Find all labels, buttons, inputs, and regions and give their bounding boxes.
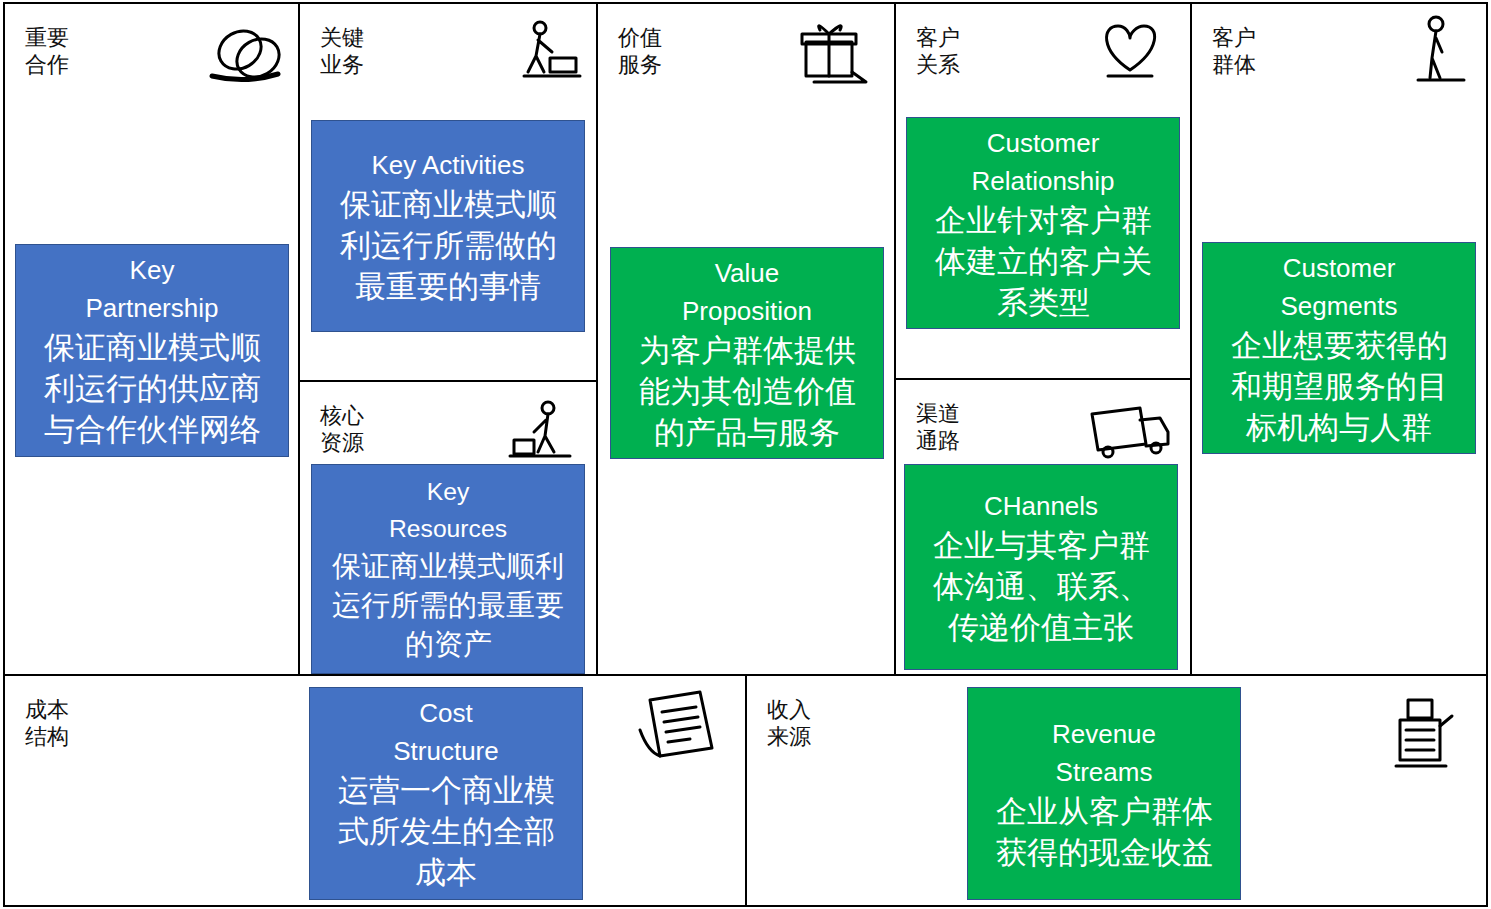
block-title: Key Resources <box>371 474 526 546</box>
cell-heading: 收入 来源 <box>767 696 818 750</box>
cell-heading: 价值 服务 <box>618 24 669 78</box>
truck-icon <box>1092 408 1168 457</box>
block-title: Customer Segments <box>1262 249 1417 325</box>
canvas-cell: 渠道 通路 CHannels企业与其客户群体沟通、联系、传递价值主张 <box>894 378 1192 676</box>
block-title: Cost Structure <box>369 694 524 770</box>
block-description: 企业针对客户群体建立的客户关系类型 <box>925 200 1161 323</box>
block-title: Value Proposition <box>670 254 825 330</box>
block-title: Key Activities <box>371 146 526 184</box>
cell-heading: 渠道 通路 <box>916 400 967 454</box>
canvas-block: CHannels企业与其客户群体沟通、联系、传递价值主张 <box>904 464 1178 670</box>
block-description: 企业从客户群体获得的现金收益 <box>986 791 1222 873</box>
canvas-cell: 客户 群体 Customer Segments企业想要获得的和期望服务的目标机构与… <box>1190 2 1488 676</box>
canvas-cell: 收入 来源 Revenue Streams企业从客户群体获得的现金收益 <box>745 674 1488 907</box>
canvas-cell: 成本 结构 Cost Structure运营一个商业模式所发生的全部成本 <box>3 674 747 907</box>
heart-icon <box>1107 26 1155 76</box>
block-description: 保证商业模式顺利运行的供应商与合作伙伴网络 <box>34 327 270 450</box>
canvas-block: Key Activities保证商业模式顺利运行所需做的最重要的事情 <box>311 120 585 332</box>
block-description: 保证商业模式顺利运行所需做的最重要的事情 <box>330 184 566 307</box>
worker-icon <box>524 22 580 76</box>
block-title: Customer Relationship <box>966 124 1121 200</box>
cell-heading: 客户 关系 <box>916 24 967 78</box>
block-description: 运营一个商业模式所发生的全部成本 <box>328 770 564 893</box>
document-icon <box>640 692 712 756</box>
customer-icon <box>1418 17 1464 80</box>
block-description: 为客户群体提供能为其创造价值的产品与服务 <box>629 330 865 453</box>
canvas-cell: 重要 合作 Key Partnership保证商业模式顺利运行的供应商与合作伙伴网… <box>3 2 300 676</box>
block-title: Revenue Streams <box>1027 715 1182 791</box>
cell-heading: 客户 群体 <box>1212 24 1263 78</box>
cell-heading: 成本 结构 <box>25 696 76 750</box>
canvas-cell: 核心 资源Key Resources保证商业模式顺利运行所需的最重要的资产 <box>298 380 598 676</box>
resources-icon <box>510 402 570 456</box>
canvas-cell: 价值 服务 Value Proposition为客户群体提供能为其创造价值的产品与… <box>596 2 896 676</box>
canvas-block: Key Resources保证商业模式顺利运行所需的最重要的资产 <box>311 464 585 674</box>
canvas-block: Customer Segments企业想要获得的和期望服务的目标机构与人群 <box>1202 242 1476 454</box>
block-title: CHannels <box>964 487 1119 525</box>
gift-icon <box>802 26 866 82</box>
canvas-block: Cost Structure运营一个商业模式所发生的全部成本 <box>309 687 583 900</box>
canvas-block: Customer Relationship企业针对客户群体建立的客户关系类型 <box>906 117 1180 329</box>
canvas-block: Value Proposition为客户群体提供能为其创造价值的产品与服务 <box>610 247 884 459</box>
cell-heading: 核心 资源 <box>320 402 371 456</box>
block-title: Key Partnership <box>75 251 230 327</box>
canvas-cell: 客户 关系 Customer Relationship企业针对客户群体建立的客户关… <box>894 2 1192 380</box>
register-icon <box>1396 700 1452 766</box>
rings-icon <box>212 23 286 84</box>
canvas-block: Key Partnership保证商业模式顺利运行的供应商与合作伙伴网络 <box>15 244 289 457</box>
canvas-cell: 关键 业务 Key Activities保证商业模式顺利运行所需做的最重要的事情 <box>298 2 598 382</box>
block-description: 保证商业模式顺利运行所需的最重要的资产 <box>330 547 566 664</box>
block-description: 企业与其客户群体沟通、联系、传递价值主张 <box>923 525 1159 648</box>
cell-heading: 重要 合作 <box>25 24 76 78</box>
block-description: 企业想要获得的和期望服务的目标机构与人群 <box>1221 325 1457 448</box>
cell-heading: 关键 业务 <box>320 24 371 78</box>
canvas-block: Revenue Streams企业从客户群体获得的现金收益 <box>967 687 1241 900</box>
